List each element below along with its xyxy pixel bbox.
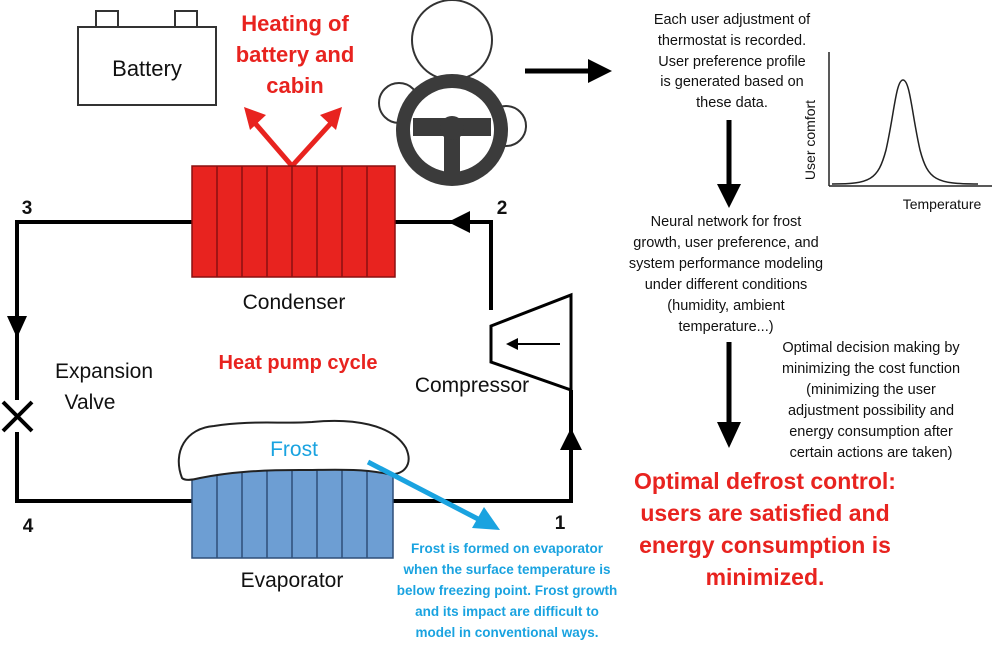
condenser-label: Condenser — [243, 291, 346, 314]
condenser-icon — [191, 165, 396, 278]
note-line: adjustment possibility and — [788, 403, 954, 419]
note-line: thermostat is recorded. — [658, 33, 806, 49]
state-point-1: 1 — [555, 513, 566, 534]
note-line: is generated based on — [660, 74, 804, 90]
frost-note: Frost is formed on evaporator when the s… — [397, 541, 618, 640]
profile-to-network-arrow — [717, 120, 741, 208]
user-adjustment-note: Each user adjustment of thermostat is re… — [654, 12, 811, 111]
user-comfort-chart: User comfort Temperature — [802, 52, 992, 212]
battery-label: Battery — [112, 56, 182, 81]
note-line: energy consumption after — [789, 424, 953, 440]
heat-arrows — [244, 107, 342, 168]
note-line: Neural network for frost — [651, 214, 802, 230]
compressor-label: Compressor — [415, 374, 529, 397]
frost-note-arrow — [366, 459, 500, 530]
comfort-xlabel: Temperature — [903, 196, 982, 212]
heat-pump-loop — [7, 211, 582, 503]
note-line: system performance modeling — [629, 256, 823, 272]
driver-steering-wheel-icon — [378, 0, 527, 186]
network-to-result-arrow — [717, 342, 741, 448]
state-point-3: 3 — [22, 198, 33, 219]
heating-label: Heating of battery and cabin — [236, 11, 355, 98]
result-text: Optimal defrost control: users are satis… — [634, 468, 896, 590]
note-line: certain actions are taken) — [790, 445, 953, 461]
note-line: minimizing the cost function — [782, 361, 960, 377]
battery: Battery — [77, 10, 217, 106]
result-line: users are satisfied and — [640, 500, 889, 526]
note-line: below freezing point. Frost growth — [397, 583, 618, 598]
note-line: growth, user preference, and — [633, 235, 818, 251]
note-line: under different conditions — [645, 277, 808, 293]
heating-line-1: Heating of — [241, 11, 349, 36]
note-line: when the surface temperature is — [402, 562, 610, 577]
heating-line-3: cabin — [266, 73, 323, 98]
note-line: (minimizing the user — [806, 382, 936, 398]
optimal-decision-note: Optimal decision making by minimizing th… — [782, 340, 960, 461]
frost-layer: Frost — [177, 419, 410, 481]
note-line: Frost is formed on evaporator — [411, 541, 604, 556]
note-line: temperature...) — [678, 319, 773, 335]
result-line: minimized. — [706, 564, 825, 590]
result-line: energy consumption is — [639, 532, 891, 558]
compressor-icon — [489, 292, 573, 393]
heating-line-2: battery and — [236, 42, 355, 67]
state-point-2: 2 — [497, 198, 508, 219]
note-line: model in conventional ways. — [415, 625, 598, 640]
note-line: these data. — [696, 95, 768, 111]
driver-to-profile-arrow — [525, 59, 612, 83]
expansion-valve-label-2: Valve — [65, 391, 116, 414]
evaporator-label: Evaporator — [241, 569, 344, 592]
note-line: Each user adjustment of — [654, 12, 811, 28]
note-line: User preference profile — [658, 54, 806, 70]
comfort-ylabel: User comfort — [802, 100, 818, 180]
expansion-valve-label-1: Expansion — [55, 360, 153, 383]
frost-label: Frost — [270, 438, 318, 461]
note-line: and its impact are difficult to — [415, 604, 599, 619]
expansion-valve-icon — [1, 400, 34, 433]
note-line: Optimal decision making by — [782, 340, 960, 356]
heat-pump-cycle-label: Heat pump cycle — [219, 352, 378, 374]
result-line: Optimal defrost control: — [634, 468, 896, 494]
state-point-4: 4 — [23, 516, 34, 537]
note-line: (humidity, ambient — [667, 298, 784, 314]
comfort-curve — [831, 79, 979, 185]
neural-network-note: Neural network for frost growth, user pr… — [629, 214, 823, 335]
